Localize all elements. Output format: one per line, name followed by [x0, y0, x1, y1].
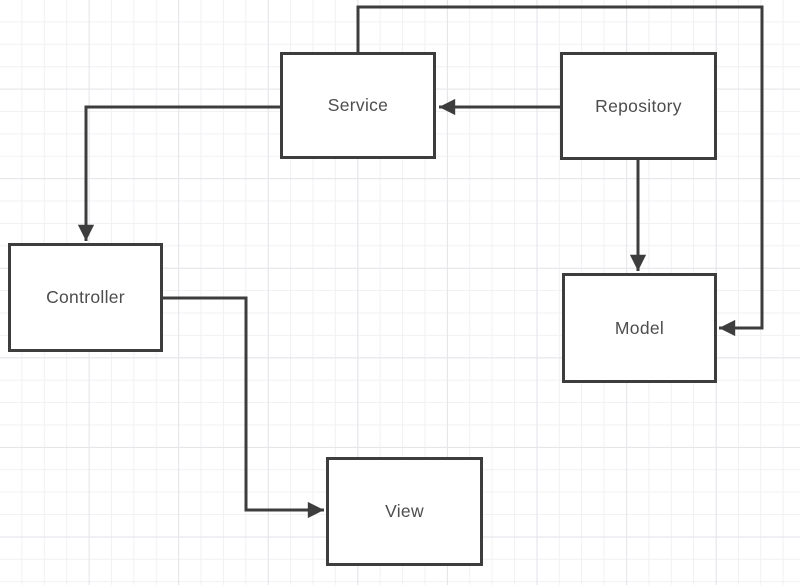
node-model[interactable]: Model [562, 273, 717, 383]
node-label: View [385, 501, 424, 521]
edge-controller-to-view[interactable] [163, 296, 324, 519]
edge-group [77, 5, 764, 519]
node-repository[interactable]: Repository [560, 52, 717, 160]
node-label: Model [614, 317, 665, 338]
node-label: Service [327, 95, 389, 115]
node-view[interactable]: View [326, 457, 483, 566]
node-controller[interactable]: Controller [8, 243, 163, 352]
node-label: Controller [46, 287, 125, 307]
node-service[interactable]: Service [280, 52, 436, 159]
node-label: Repository [595, 95, 682, 116]
edge-service-to-controller[interactable] [77, 105, 280, 241]
edge-service-to-model[interactable] [356, 5, 764, 337]
